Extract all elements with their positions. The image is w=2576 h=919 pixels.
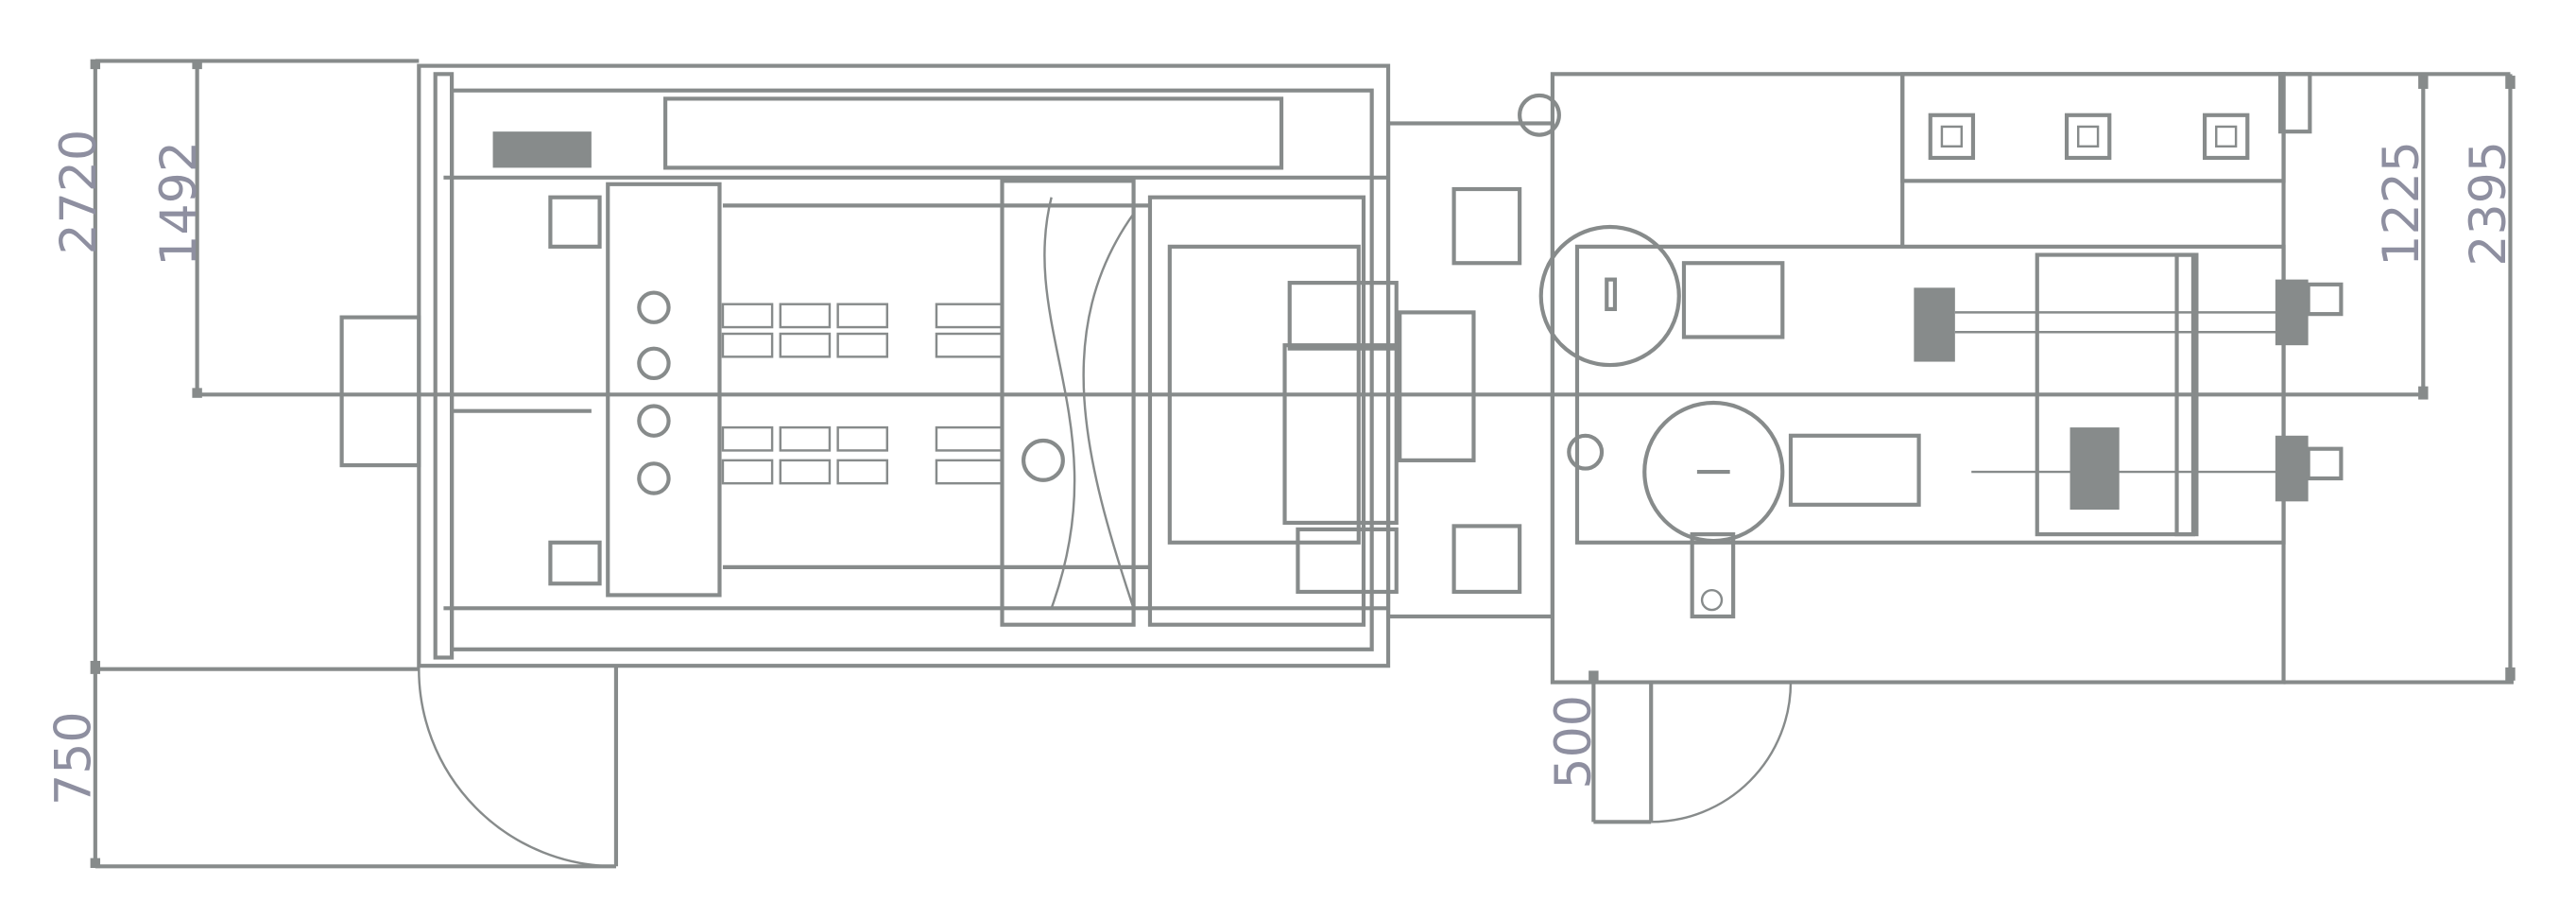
dim-2720: 2720	[51, 130, 108, 255]
middle-unit	[1385, 93, 1561, 619]
dim-1225: 1225	[2374, 141, 2430, 267]
dim-2395: 2395	[2461, 141, 2517, 267]
right-machine-unit	[1538, 72, 2344, 685]
right-door-swing	[1589, 670, 1793, 824]
dim-1492: 1492	[151, 141, 208, 267]
left-door-swing	[418, 666, 619, 868]
left-machine-unit	[339, 63, 1399, 668]
dimension-lines-right	[2283, 72, 2516, 685]
dim-500: 500	[1546, 695, 1603, 789]
dimension-lines-left	[90, 59, 2424, 869]
dim-750: 750	[46, 711, 103, 806]
